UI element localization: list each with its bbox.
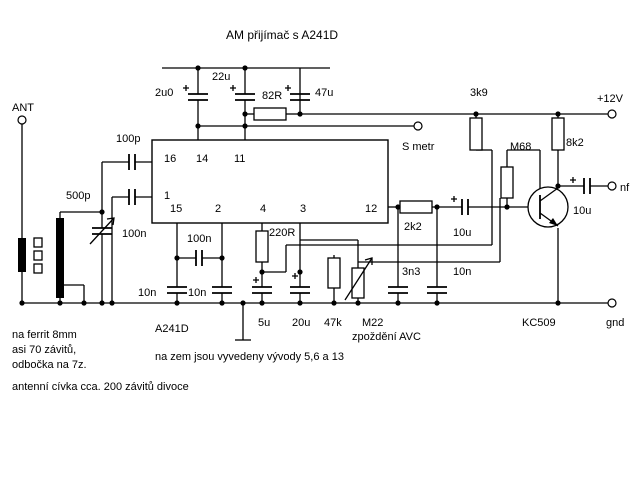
plus-10u-a	[451, 196, 457, 202]
ic-a241d-body	[151, 139, 389, 224]
plus-2u0	[183, 85, 189, 91]
pin-2: 2	[215, 203, 221, 215]
label-22u: 22u	[212, 71, 230, 83]
resistor-m22-arrow-head	[364, 257, 373, 265]
resistor-m68	[500, 166, 514, 199]
label-m68: M68	[510, 141, 531, 153]
capacitors	[89, 93, 591, 294]
resistors	[253, 107, 565, 301]
label-10u-b: 10u	[573, 205, 591, 217]
label-3n3: 3n3	[402, 266, 420, 278]
transistor-kc509-icon	[527, 186, 569, 228]
pin-16: 16	[164, 153, 176, 165]
plus-47u	[285, 85, 291, 91]
pin-3: 3	[300, 203, 306, 215]
label-10n-b: 10n	[188, 287, 206, 299]
pin-12: 12	[365, 203, 377, 215]
label-2u0: 2u0	[155, 87, 173, 99]
nf-terminal[interactable]	[607, 181, 617, 191]
resistor-82r	[253, 107, 287, 121]
resistor-m22-arrow	[344, 257, 373, 301]
note-ground-pins: na zem jsou vyvedeny vývody 5,6 a 13	[155, 351, 344, 363]
ant-label: ANT	[12, 102, 34, 114]
plus12v-label: +12V	[597, 93, 624, 105]
resistor-47k	[327, 257, 341, 289]
label-47u: 47u	[315, 87, 333, 99]
transistor-label: KC509	[522, 317, 556, 329]
ferrite-rod-icon	[56, 218, 64, 298]
note-antenna-coil: antenní cívka cca. 200 závitů divoce	[12, 381, 189, 393]
resistor-3k9	[469, 117, 483, 151]
labels: AM přijímač s A241D ANT +12V gnd nf S me…	[12, 28, 630, 393]
wires	[21, 67, 608, 340]
pin-1: 1	[164, 190, 170, 202]
antenna-coil-turn-1	[33, 237, 43, 248]
pin-4: 4	[260, 203, 266, 215]
note-ferrit-1: na ferrit 8mm	[12, 329, 77, 341]
label-5u: 5u	[258, 317, 270, 329]
s-metr-terminal[interactable]	[413, 121, 423, 131]
cap-500p-trim-arrow	[89, 217, 115, 245]
label-82r: 82R	[262, 90, 282, 102]
antenna-section	[18, 218, 64, 298]
label-47k: 47k	[324, 317, 342, 329]
plus12v-terminal[interactable]	[607, 109, 617, 119]
junctions	[19, 65, 561, 306]
label-100p: 100p	[116, 133, 140, 145]
cap-500p-trim-head	[106, 217, 115, 226]
plus-5u	[253, 277, 259, 283]
resistor-2k2	[399, 200, 433, 214]
antenna-coil-turn-3	[33, 263, 43, 274]
polarity-marks	[183, 85, 576, 283]
schematic-title: AM přijímač s A241D	[226, 28, 338, 42]
gnd-terminal[interactable]	[607, 298, 617, 308]
label-10u-a: 10u	[453, 227, 471, 239]
ic-name-label: A241D	[155, 323, 189, 335]
plus-22u	[230, 85, 236, 91]
plus-10u-b	[570, 177, 576, 183]
nf-label: nf	[620, 182, 630, 194]
label-220r: 220R	[269, 227, 295, 239]
plus-20u	[292, 273, 298, 279]
label-10n-a: 10n	[138, 287, 156, 299]
s-metr-label: S metr	[402, 141, 435, 153]
resistor-8k2	[551, 117, 565, 151]
gnd-label: gnd	[606, 317, 624, 329]
antenna-coil-turn-2	[33, 250, 43, 261]
resistor-220r	[255, 230, 269, 263]
pin-11: 11	[234, 153, 245, 165]
terminals	[17, 109, 617, 308]
antenna-coil-body	[18, 238, 26, 272]
label-3k9: 3k9	[470, 87, 488, 99]
note-ferrit-3: odbočka na 7z.	[12, 359, 87, 371]
label-m22: M22	[362, 317, 383, 329]
pin-14: 14	[196, 153, 208, 165]
ant-terminal[interactable]	[17, 115, 27, 125]
label-8k2: 8k2	[566, 137, 584, 149]
label-100n-b: 100n	[187, 233, 211, 245]
pin-15: 15	[170, 203, 182, 215]
label-20u: 20u	[292, 317, 310, 329]
label-10n-c: 10n	[453, 266, 471, 278]
note-ferrit-2: asi 70 závitů,	[12, 344, 76, 356]
avc-label: zpoždění AVC	[352, 331, 421, 343]
label-500p: 500p	[66, 190, 90, 202]
label-2k2: 2k2	[404, 221, 422, 233]
label-100n-a: 100n	[122, 228, 146, 240]
